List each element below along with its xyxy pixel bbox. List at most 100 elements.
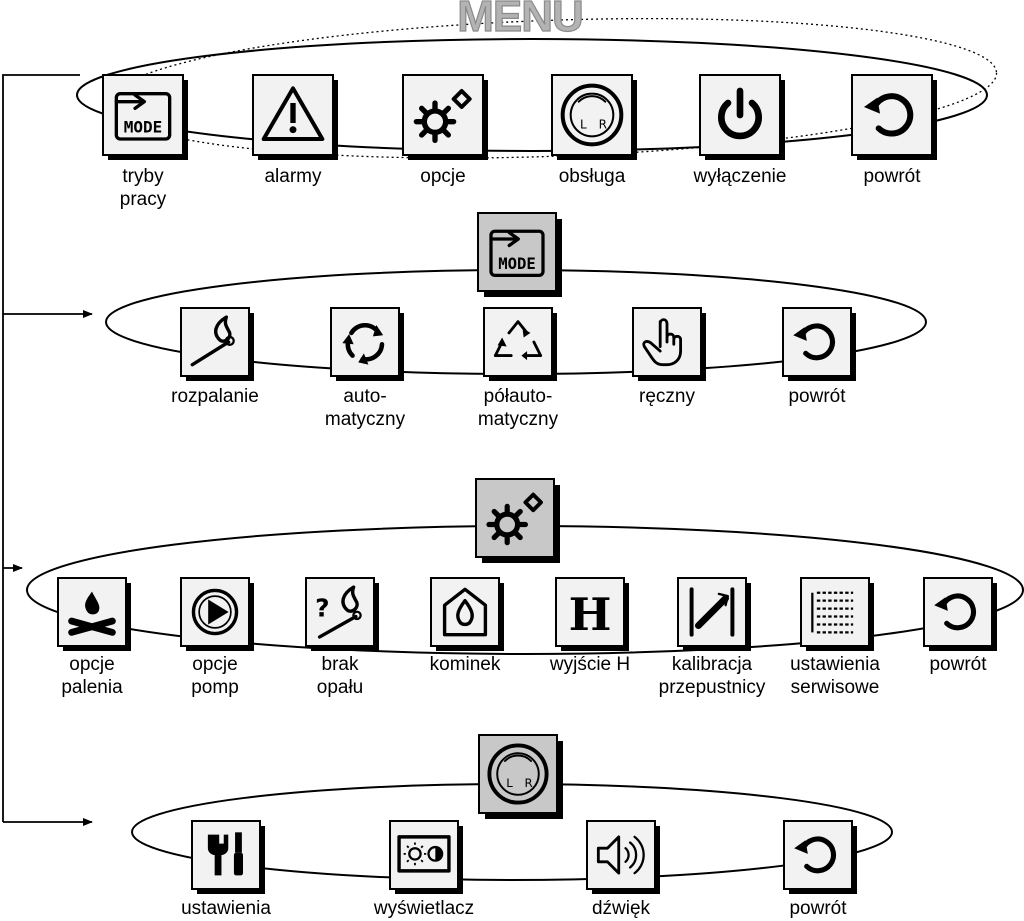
menu-item-obsluga[interactable]: L R: [551, 74, 637, 160]
menu-item-kalibracja-przepustnicy[interactable]: [677, 577, 751, 651]
icon-tile: [191, 820, 261, 890]
menu-item-label: pracy: [120, 189, 167, 210]
dial-icon: L R: [487, 743, 549, 805]
svg-text:R: R: [599, 117, 607, 131]
damper-calibration-icon: [689, 587, 735, 637]
auto-cycle-icon: [342, 322, 385, 365]
menu-item-ustawienia[interactable]: [191, 820, 265, 894]
menu-item-powrot[interactable]: [923, 577, 997, 651]
mode-icon: MODE: [114, 92, 172, 141]
pump-icon: [191, 588, 239, 636]
carousel-ring-shadow: [106, 17, 998, 159]
menu-item-automatyczny[interactable]: [330, 307, 404, 381]
tools-icon: [207, 832, 243, 876]
menu-item-label: przepustnicy: [659, 677, 766, 698]
menu-item-label: kalibracja: [672, 654, 753, 675]
svg-text:?: ?: [315, 594, 329, 623]
gears-icon: [486, 492, 543, 546]
fireplace-icon: [442, 587, 488, 637]
menu-item-label: auto-: [343, 386, 386, 407]
menu-item-opcje-pomp[interactable]: [180, 577, 254, 651]
icon-tile: [483, 307, 553, 377]
menu-item-powrot[interactable]: [782, 307, 856, 381]
menu-item-label: matyczny: [325, 409, 406, 430]
menu-title: MENU: [457, 0, 583, 41]
menu-item-label: serwisowe: [791, 677, 880, 698]
hand-pointer-icon: [642, 318, 683, 367]
menu-item-label: alarmy: [264, 166, 322, 187]
campfire-icon: [68, 591, 116, 636]
icon-tile: [782, 307, 852, 377]
menu-item-kominek[interactable]: [430, 577, 504, 651]
power-icon: [718, 87, 762, 140]
menu-item-reczny[interactable]: [632, 307, 706, 381]
letter-h-icon: H: [569, 587, 612, 641]
menu-item-label: półauto-: [484, 386, 553, 407]
submenu-header-tryby[interactable]: MODE: [477, 212, 562, 297]
alarm-warning-icon: [261, 86, 325, 142]
menu-item-ustawienia-serwisowe[interactable]: [800, 577, 874, 651]
menu-item-label: ustawienia: [181, 898, 271, 919]
icon-tile: [923, 577, 993, 647]
menu-item-label: wyjście H: [549, 654, 630, 675]
menu-item-alarmy[interactable]: [252, 74, 338, 160]
connector-lines: [2, 74, 93, 826]
semi-auto-cycle-icon: [493, 320, 543, 361]
mode-icon: MODE: [489, 229, 545, 278]
submenu-header-opcje[interactable]: [475, 478, 560, 563]
submenu-header-obsluga[interactable]: L R: [478, 734, 563, 819]
svg-text:MODE: MODE: [124, 117, 163, 136]
menu-item-polautomatyczny[interactable]: [483, 307, 557, 381]
menu-item-label: ustawienia: [790, 654, 880, 675]
menu-item-label: matyczny: [478, 409, 559, 430]
svg-text:L: L: [506, 776, 513, 790]
menu-item-opcje-palenia[interactable]: [57, 577, 131, 651]
menu-item-wyswietlacz[interactable]: [389, 820, 463, 894]
menu-item-powrot[interactable]: [783, 820, 857, 894]
menu-item-opcje[interactable]: [402, 74, 488, 160]
return-arrow-icon: [934, 593, 977, 631]
menu-item-label: brak: [322, 654, 359, 675]
icon-tile: [783, 820, 853, 890]
menu-item-label: opału: [317, 677, 364, 698]
gears-icon: [413, 89, 472, 144]
connector-bracket: [2, 74, 80, 822]
menu-item-label: dźwięk: [592, 898, 651, 919]
menu-item-powrot[interactable]: [851, 74, 937, 160]
icon-tile: [555, 577, 625, 647]
service-list-icon: [811, 591, 854, 634]
menu-item-rozpalanie[interactable]: [180, 307, 254, 381]
menu-item-brak-opalu[interactable]: ?: [305, 577, 379, 651]
dial-icon: L R: [560, 83, 624, 147]
menu-item-label: powrót: [929, 654, 987, 675]
icon-tile: [330, 307, 400, 377]
menu-item-label: opcje: [192, 654, 237, 675]
icon-tile: [478, 734, 558, 814]
menu-item-label: powrót: [863, 166, 921, 187]
return-arrow-icon: [794, 836, 837, 874]
menu-item-label: obsługa: [559, 166, 626, 187]
menu-item-label: wyłączenie: [693, 166, 787, 187]
menu-item-wyjscie-h[interactable]: H: [555, 577, 629, 651]
menu-item-dzwiek[interactable]: [586, 820, 660, 894]
menu-item-label: powrót: [789, 898, 847, 919]
menu-item-label: opcje: [69, 654, 114, 675]
icon-tile: [851, 74, 933, 156]
menu-item-label: kominek: [430, 654, 501, 675]
icon-tile: [389, 820, 459, 890]
icon-tile: [305, 577, 375, 647]
svg-text:MODE: MODE: [498, 255, 536, 273]
return-arrow-icon: [864, 93, 914, 137]
menu-item-label: powrót: [788, 386, 846, 407]
display-brightness-icon: [397, 835, 451, 873]
menu-item-wylaczenie[interactable]: [699, 74, 785, 160]
menu-item-tryby-pracy[interactable]: MODE: [102, 74, 188, 160]
svg-text:H: H: [569, 587, 612, 641]
menu-item-label: palenia: [61, 677, 123, 698]
menu-item-label: wyświetlacz: [373, 898, 474, 919]
speaker-icon: [596, 835, 645, 875]
carousel-ring-main: [76, 38, 988, 152]
menu-item-label: opcje: [420, 166, 465, 187]
